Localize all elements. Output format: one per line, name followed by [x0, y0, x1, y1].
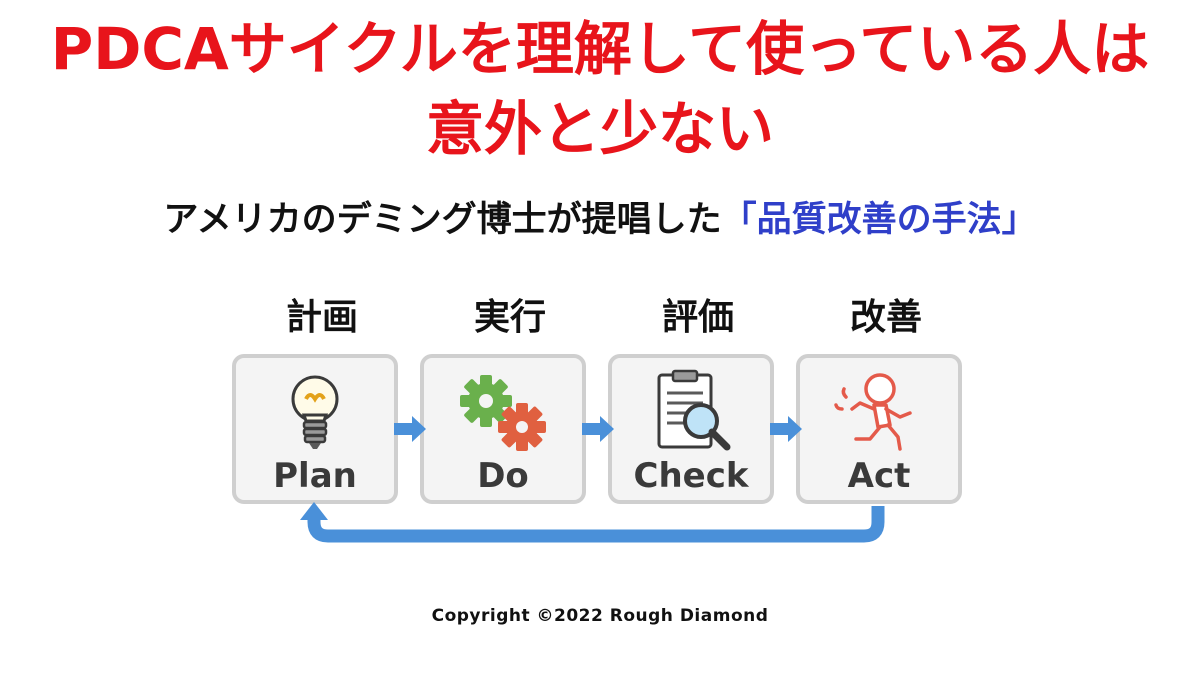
do-word: Do: [477, 456, 529, 496]
stage-label-do: 実行: [473, 297, 546, 338]
plan-card: Plan: [232, 354, 398, 504]
stage-label-act: 改善: [849, 297, 922, 338]
plan-word: Plan: [273, 456, 357, 496]
clipboard-magnifier-icon: [612, 369, 770, 454]
check-word: Check: [633, 456, 749, 496]
subtitle-highlight: 「品質改善の手法」: [721, 200, 1037, 240]
light-bulb-icon: [236, 370, 394, 454]
stage-label-plan: 計画: [285, 297, 358, 338]
copyright-notice: Copyright ©2022 Rough Diamond: [431, 606, 769, 626]
act-word: Act: [847, 456, 911, 496]
page-title-line-2: 意外と少ない: [425, 95, 774, 163]
do-card: Do: [420, 354, 586, 504]
arrow-act-to-plan-cycle: [300, 502, 885, 543]
stage-label-check: 評価: [661, 297, 734, 338]
gears-icon: [424, 370, 582, 454]
page-title-line-1: PDCAサイクルを理解して使っている人は: [50, 15, 1150, 83]
check-card: Check: [608, 354, 774, 504]
subtitle: アメリカのデミング博士が提唱した「品質改善の手法」: [0, 196, 1200, 244]
running-person-icon: [800, 370, 958, 454]
subtitle-text: アメリカのデミング博士が提唱した: [163, 200, 722, 240]
act-card: Act: [796, 354, 962, 504]
